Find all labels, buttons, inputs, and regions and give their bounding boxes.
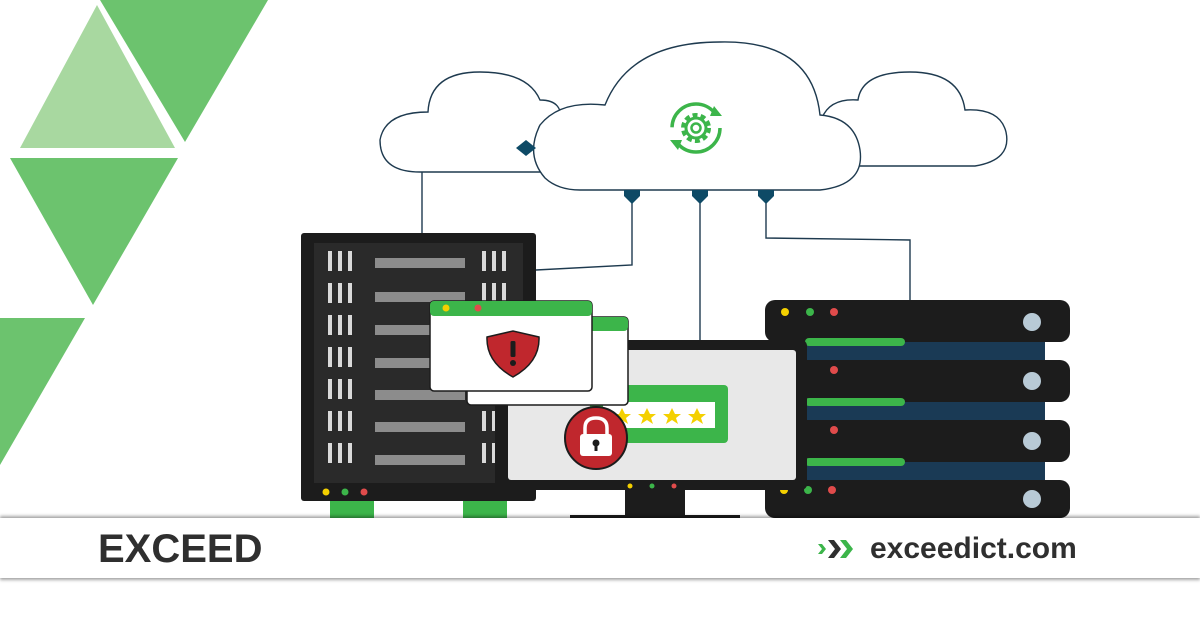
server-tower-left [301,233,536,519]
website-link[interactable]: exceedict.com [816,527,1077,571]
footer-band [0,518,1200,578]
padlock-icon [564,406,628,470]
double-chevron-icon [818,540,853,558]
website-url: exceedict.com [870,532,1077,565]
brand-logo: EXCEED [98,527,263,571]
server-rack-right [765,300,1070,518]
cloud-gear-sync-icon [670,102,722,154]
decorative-triangles [0,0,268,465]
shield-exclamation-icon [486,330,540,378]
network-nodes [516,140,774,204]
